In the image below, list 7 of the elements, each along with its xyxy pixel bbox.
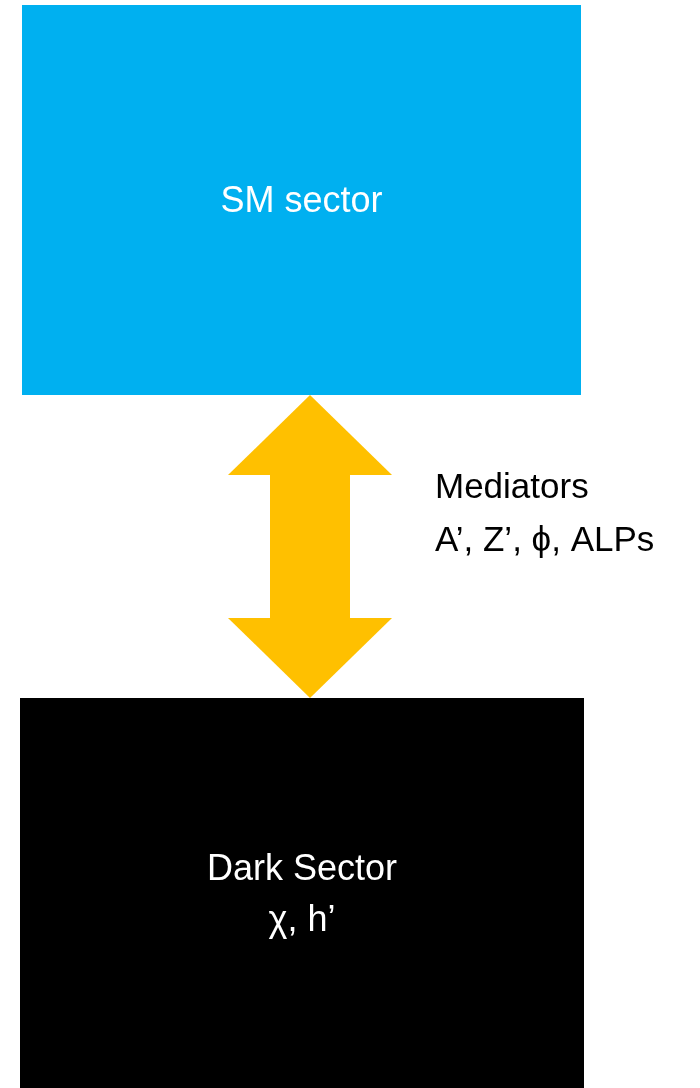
sector-label: χ, h’ — [268, 897, 336, 941]
sector-label: SM sector — [220, 178, 383, 222]
double-arrow — [228, 395, 392, 698]
edge-label: Mediators A’, Z’, ϕ, ALPs — [435, 465, 656, 560]
sector-box — [22, 5, 581, 395]
sector-label: Dark Sector — [206, 845, 398, 889]
sector-box — [20, 698, 584, 1088]
